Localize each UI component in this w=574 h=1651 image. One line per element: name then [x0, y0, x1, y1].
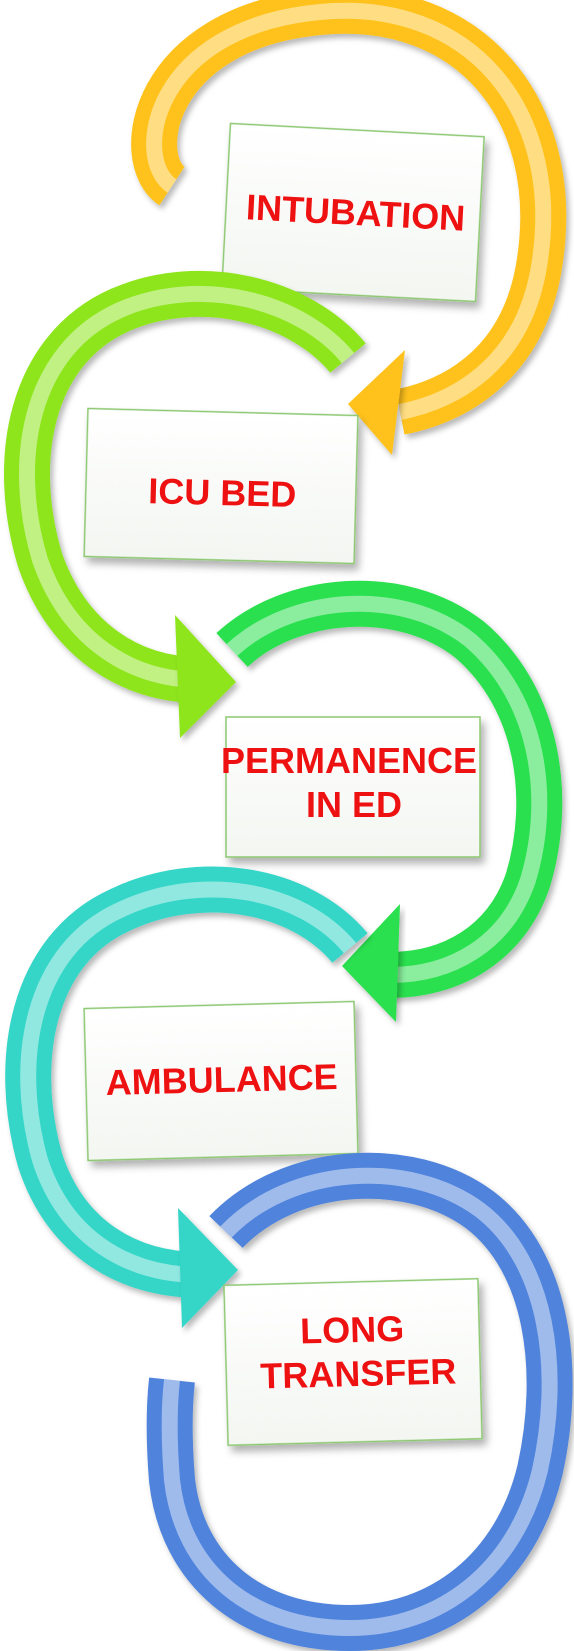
step-label-3: PERMANENCE IN ED	[221, 740, 487, 825]
step-label-2: ICU BED	[148, 470, 297, 515]
step-ambulance: AMBULANCE	[5, 866, 368, 1328]
cycle-arrow-3	[216, 580, 563, 998]
arrowhead-1	[348, 350, 405, 455]
step-intubation: INTUBATION	[131, 0, 567, 455]
step-box-3	[225, 716, 481, 858]
step-box-2	[83, 407, 359, 565]
cycle-arrow-5-shine	[161, 1167, 558, 1637]
cycle-arrow-5	[146, 1152, 573, 1651]
step-label-5-line-1: LONG	[300, 1308, 405, 1352]
arrowhead-3	[342, 904, 400, 1022]
step-label-4: AMBULANCE	[105, 1056, 338, 1103]
step-long-transfer: LONG TRANSFER	[146, 1152, 573, 1651]
cycle-arrow-2-shine	[19, 286, 355, 688]
step-label-4-line-1: AMBULANCE	[105, 1056, 338, 1103]
arrowhead-4	[178, 1208, 238, 1328]
cycle-arrow-1-shine	[146, 2, 552, 420]
step-label-3-line-2: IN ED	[306, 784, 402, 825]
step-label-2-line-1: ICU BED	[148, 470, 297, 515]
cycle-arrow-3-shine	[226, 595, 548, 983]
step-box-4	[83, 1000, 359, 1162]
step-label-3-line-1: PERMANENCE	[221, 740, 477, 781]
step-label-5: LONG TRANSFER	[259, 1306, 457, 1396]
cycle-arrow-2	[4, 271, 366, 703]
cycle-arrow-4-shine	[20, 881, 357, 1283]
arrowhead-2	[175, 615, 236, 738]
cycle-arrow-4	[5, 866, 368, 1298]
step-icu-bed: ICU BED	[4, 271, 366, 738]
step-box-1	[221, 122, 485, 303]
step-label-5-line-2: TRANSFER	[260, 1350, 457, 1396]
step-permanence-in-ed: PERMANENCE IN ED	[216, 580, 563, 1022]
cycle-arrow-1	[131, 0, 567, 435]
step-box-5	[223, 1277, 483, 1447]
